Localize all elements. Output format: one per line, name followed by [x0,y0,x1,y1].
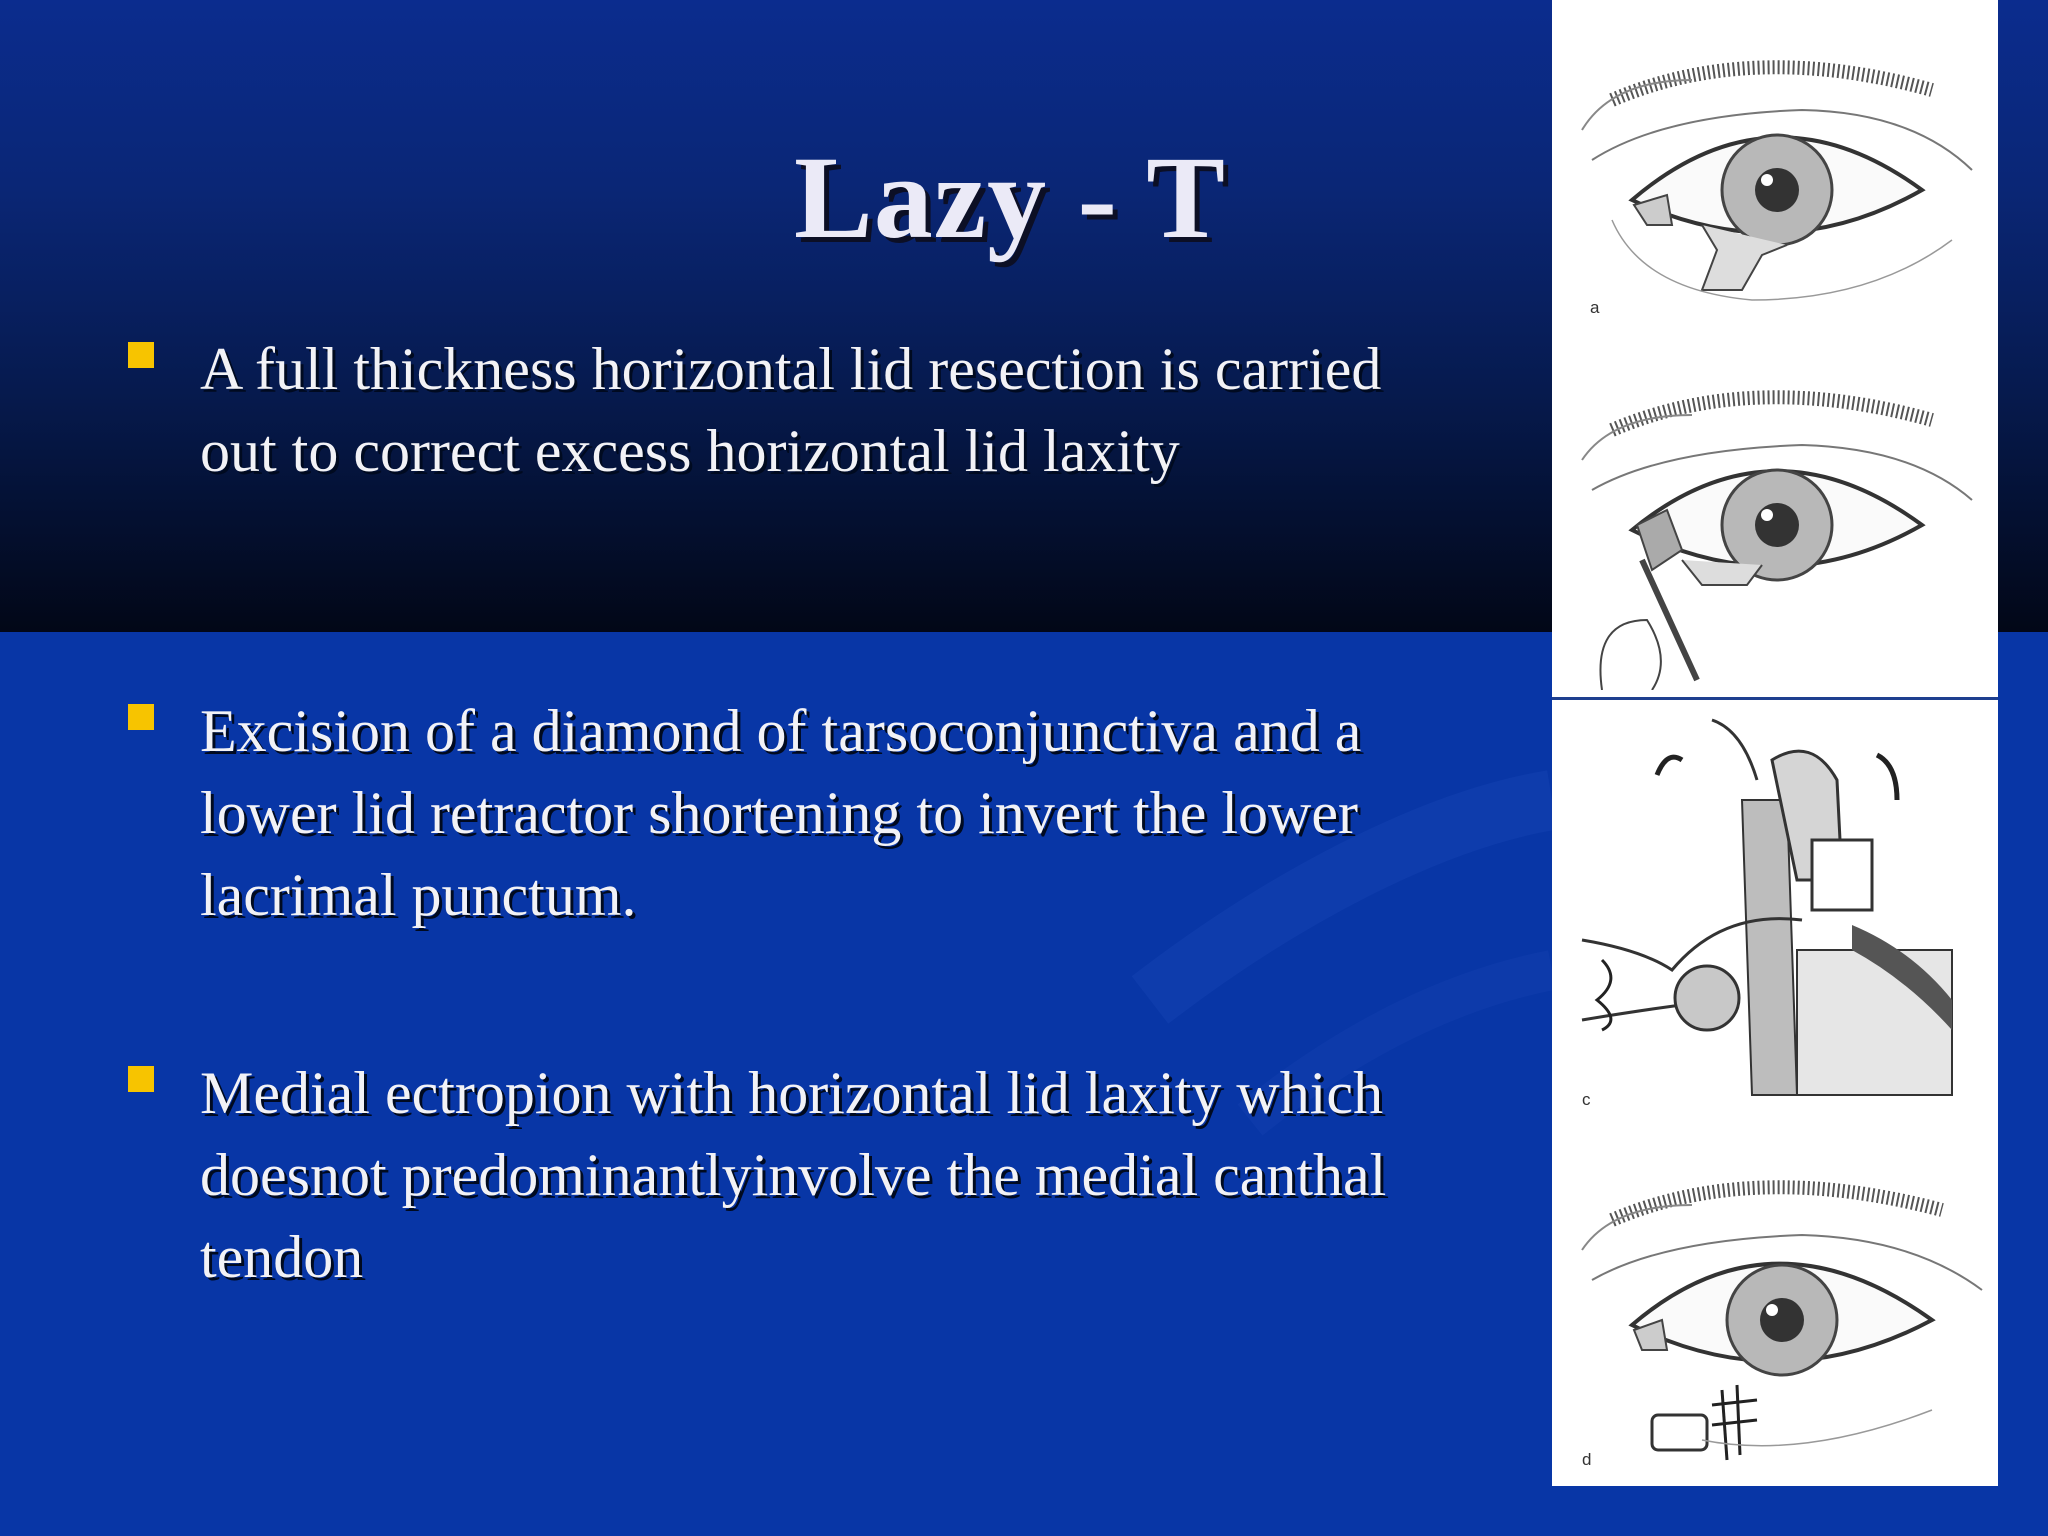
panel-divider [1552,697,1998,700]
bullet-text: Excision of a diamond of tarsoconjunctiv… [200,698,1362,928]
eye-lazy-t-incision-icon: a [1552,20,1998,330]
surgical-illustration-panel: a [1552,0,1998,1486]
figure-label: a [1590,298,1600,317]
background-swoosh [0,0,1552,1536]
eye-sutured-closure-icon: d [1552,1160,1998,1480]
slide-title: Lazy - T [794,132,1226,263]
square-bullet-icon [128,704,154,730]
bullet-text: Medial ectropion with horizontal lid lax… [200,1060,1387,1290]
figure-label: d [1582,1450,1592,1469]
square-bullet-icon [128,1066,154,1092]
figure-label: c [1582,1090,1591,1109]
square-bullet-icon [128,342,154,368]
lid-retractor-cross-section-icon: c [1552,700,1998,1120]
eye-diamond-excision-icon [1552,360,1998,691]
bullet-text: A full thickness horizontal lid resectio… [200,336,1382,484]
